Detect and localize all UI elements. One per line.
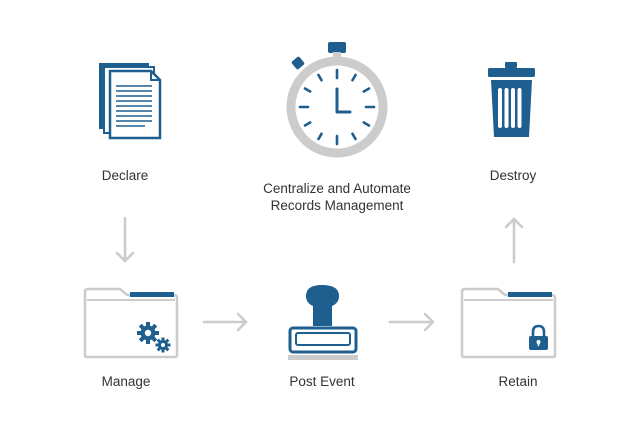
stamp-icon (288, 285, 358, 360)
center-title-line1: Centralize and Automate (263, 181, 411, 196)
post-event-label: Post Event (289, 374, 355, 389)
arrow-up-retain-to-destroy (504, 217, 524, 264)
arrow-right-post-event-to-retain (388, 312, 435, 332)
stopwatch-icon (286, 42, 388, 158)
arrow-right-manage-to-post-event (202, 312, 248, 332)
manage-label: Manage (101, 374, 151, 389)
center-title: Centralize and Automate Records Manageme… (237, 180, 437, 214)
retain-label: Retain (498, 374, 538, 389)
destroy-label: Destroy (489, 168, 537, 183)
declare-label: Declare (101, 168, 149, 183)
folder-lock-icon (460, 287, 557, 359)
folder-gears-icon (83, 287, 179, 359)
document-stack-icon (99, 63, 162, 140)
center-title-line2: Records Management (270, 198, 404, 213)
trash-can-icon (488, 62, 535, 137)
arrow-down-declare-to-manage (115, 216, 135, 263)
